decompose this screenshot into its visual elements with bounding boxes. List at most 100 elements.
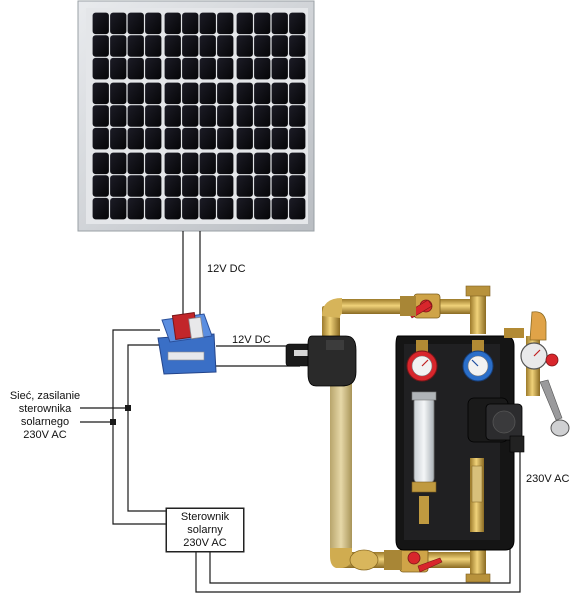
solar-cell [271, 12, 288, 35]
controller-line-1: Sterownik [180, 510, 230, 523]
controller-line-3: 230V AC [183, 536, 227, 549]
solar-cell [110, 105, 127, 127]
solar-cell [92, 175, 109, 197]
solar-cell [217, 152, 234, 175]
solar-cell [217, 35, 234, 57]
solar-cell [182, 175, 199, 197]
ball-valve-top-icon [400, 293, 441, 319]
controller-label: Sterownik solarny 230V AC [166, 508, 244, 552]
solar-cell [254, 57, 271, 80]
solar-cell [164, 197, 181, 220]
solar-cell [182, 82, 199, 105]
solar-cell [289, 57, 306, 80]
solar-cell [145, 175, 162, 197]
solar-cell [92, 197, 109, 220]
solar-cell [127, 127, 144, 150]
solar-cell [145, 12, 162, 35]
wire-junctions [110, 405, 131, 425]
solar-cell [164, 105, 181, 127]
solar-cell [199, 82, 216, 105]
solar-cell [289, 127, 306, 150]
solar-cell [236, 175, 253, 197]
solar-cell [236, 127, 253, 150]
solar-cell [236, 197, 253, 220]
solar-cell [236, 12, 253, 35]
solar-cell [145, 127, 162, 150]
solar-cell [289, 175, 306, 197]
solar-cell [254, 175, 271, 197]
solar-cell [145, 105, 162, 127]
solar-cell [164, 35, 181, 57]
mains-line-3: solarnego [20, 416, 70, 428]
solar-cell [271, 175, 288, 197]
solar-cell [271, 105, 288, 127]
solar-cell [145, 35, 162, 57]
ball-valve-bottom-icon [384, 547, 443, 573]
solar-cell [254, 105, 271, 127]
solar-cell [217, 197, 234, 220]
solar-cell [164, 127, 181, 150]
solar-cell [217, 82, 234, 105]
solar-cell [236, 82, 253, 105]
solar-cell [182, 35, 199, 57]
solar-cell [199, 57, 216, 80]
solar-cell [254, 127, 271, 150]
solar-cell [199, 152, 216, 175]
solar-cell [271, 152, 288, 175]
solar-cell [236, 152, 253, 175]
solar-cell [110, 57, 127, 80]
solar-cell [110, 197, 127, 220]
solar-cell [199, 12, 216, 35]
panel-voltage-label: 12V DC [207, 263, 246, 275]
solar-cell [271, 57, 288, 80]
solar-cell [289, 35, 306, 57]
solar-cell [127, 175, 144, 197]
solar-cell [92, 105, 109, 127]
solar-cell [92, 57, 109, 80]
solar-cell [182, 12, 199, 35]
solar-cell [127, 35, 144, 57]
solar-cell [164, 82, 181, 105]
solar-cell [271, 82, 288, 105]
solar-cell [289, 12, 306, 35]
mains-line-2: sterownika [18, 403, 72, 415]
solar-cell [254, 82, 271, 105]
mains-line-4: 230V AC [23, 429, 67, 441]
solar-cell [164, 57, 181, 80]
solar-cell [127, 152, 144, 175]
solar-cell [254, 197, 271, 220]
solar-cell [127, 82, 144, 105]
solar-cell [217, 127, 234, 150]
solar-cell [164, 175, 181, 197]
solar-cell [271, 35, 288, 57]
solar-cell [217, 175, 234, 197]
solar-cell [199, 35, 216, 57]
solar-cell [236, 105, 253, 127]
solar-cell [92, 35, 109, 57]
mains-line-1: Sieć, zasilanie [9, 390, 81, 402]
solar-cell [110, 35, 127, 57]
solar-cell [164, 152, 181, 175]
solar-cell [217, 57, 234, 80]
solar-cell [110, 127, 127, 150]
solar-cell [199, 197, 216, 220]
solar-cell [110, 152, 127, 175]
solar-panel-icon [77, 0, 315, 232]
solar-cell [164, 12, 181, 35]
solar-cell [236, 57, 253, 80]
solar-cell [199, 175, 216, 197]
relay-icon [157, 312, 217, 375]
solar-cell [127, 57, 144, 80]
solar-cell [145, 197, 162, 220]
solar-cell [271, 127, 288, 150]
solar-cell [92, 152, 109, 175]
controller-line-2: solarny [187, 523, 223, 536]
safety-group-icon [504, 311, 570, 437]
solar-cell [289, 82, 306, 105]
solar-cell [182, 152, 199, 175]
relay-out-voltage-label: 12V DC [232, 334, 271, 346]
solar-cell [199, 127, 216, 150]
solar-cell [145, 82, 162, 105]
